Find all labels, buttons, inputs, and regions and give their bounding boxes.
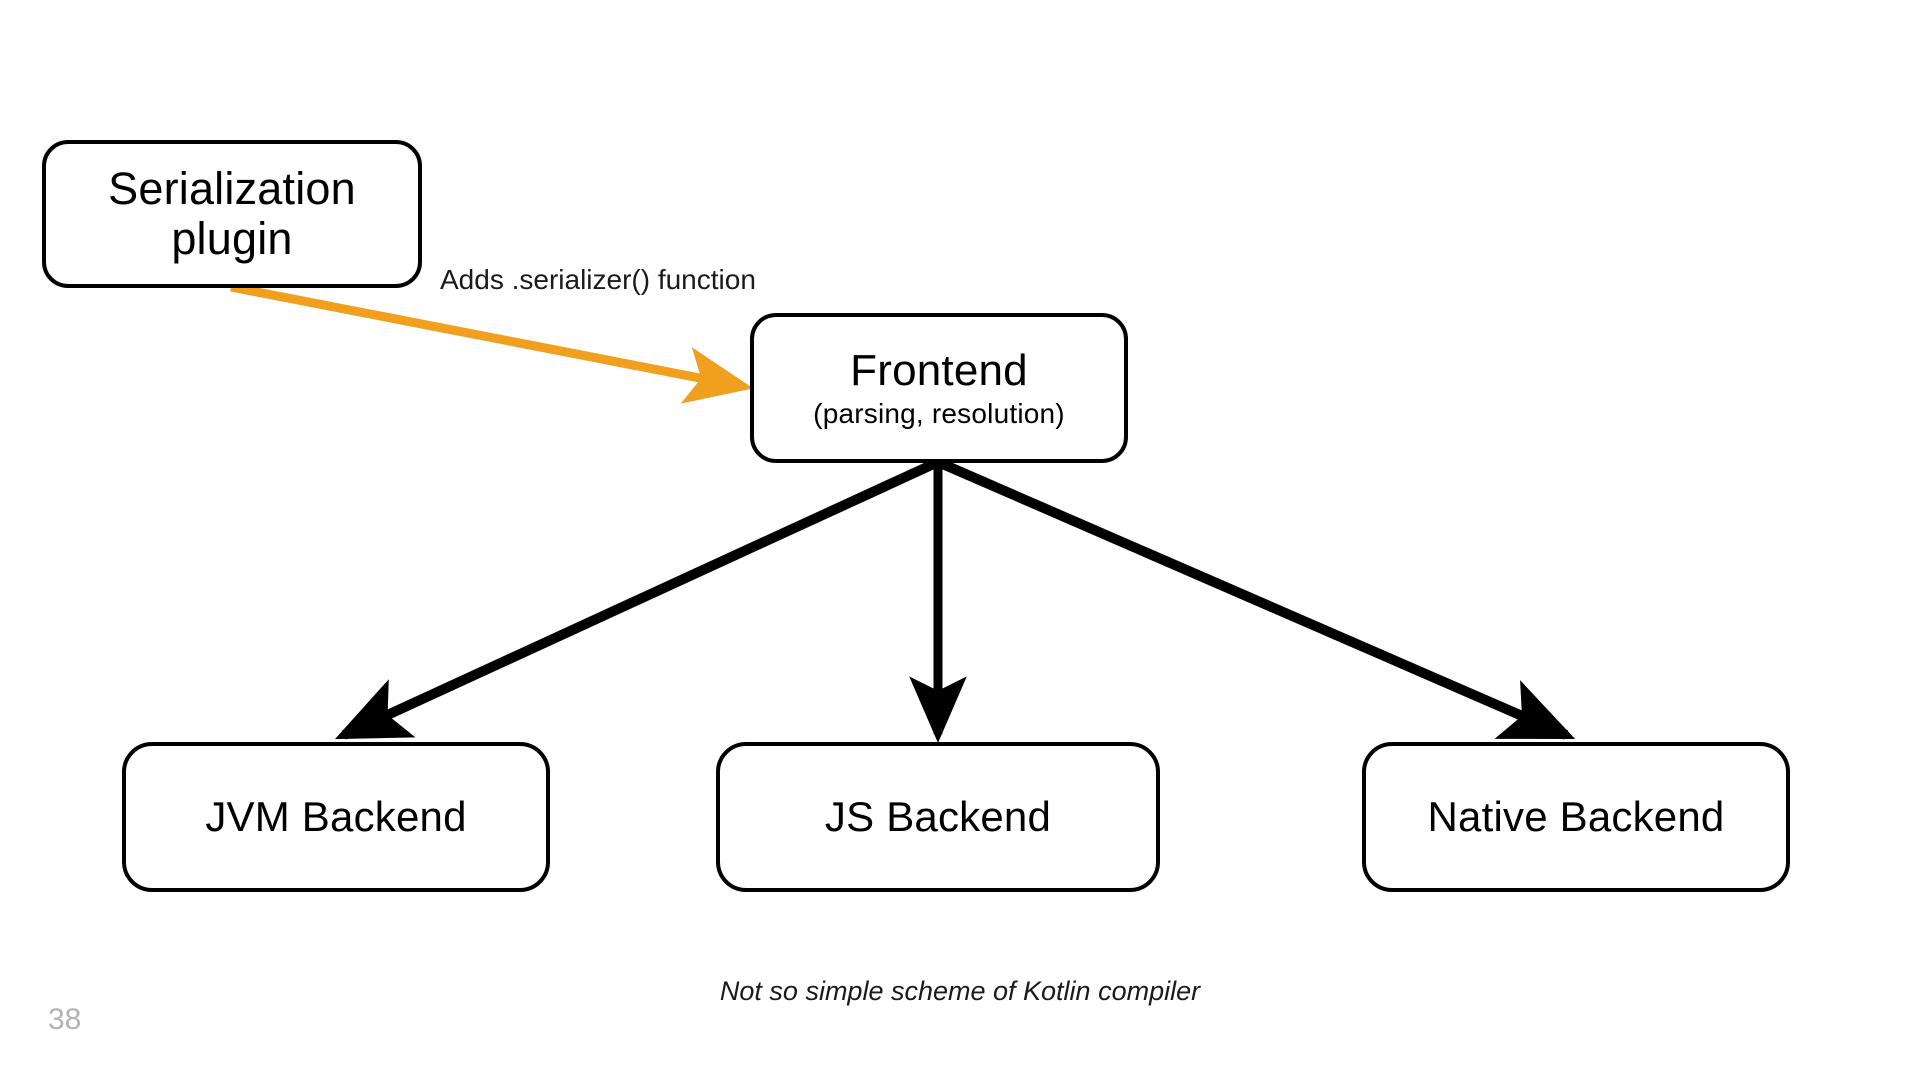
node-serialization-plugin[interactable]: Serialization plugin xyxy=(42,140,422,288)
edge-frontend-to-native xyxy=(936,457,1576,740)
node-jvm-backend-label: JVM Backend xyxy=(205,793,467,841)
edge-plugin-to-frontend xyxy=(230,282,754,404)
node-jvm-backend[interactable]: JVM Backend xyxy=(122,742,550,892)
edge-frontend-to-jvm xyxy=(334,457,941,740)
node-frontend-sublabel: (parsing, resolution) xyxy=(813,397,1065,429)
slide-caption: Not so simple scheme of Kotlin compiler xyxy=(719,976,1201,1006)
node-native-backend[interactable]: Native Backend xyxy=(1362,742,1790,892)
node-js-backend[interactable]: JS Backend xyxy=(716,742,1160,892)
node-native-backend-label: Native Backend xyxy=(1427,793,1725,841)
node-serialization-plugin-label: Serialization plugin xyxy=(108,162,356,264)
page-number: 38 xyxy=(48,1003,82,1036)
node-frontend[interactable]: Frontend (parsing, resolution) xyxy=(750,313,1128,463)
node-js-backend-label: JS Backend xyxy=(824,793,1052,841)
node-frontend-label: Frontend xyxy=(850,346,1028,396)
edge-label-adds-serializer: Adds .serializer() function xyxy=(440,264,756,295)
